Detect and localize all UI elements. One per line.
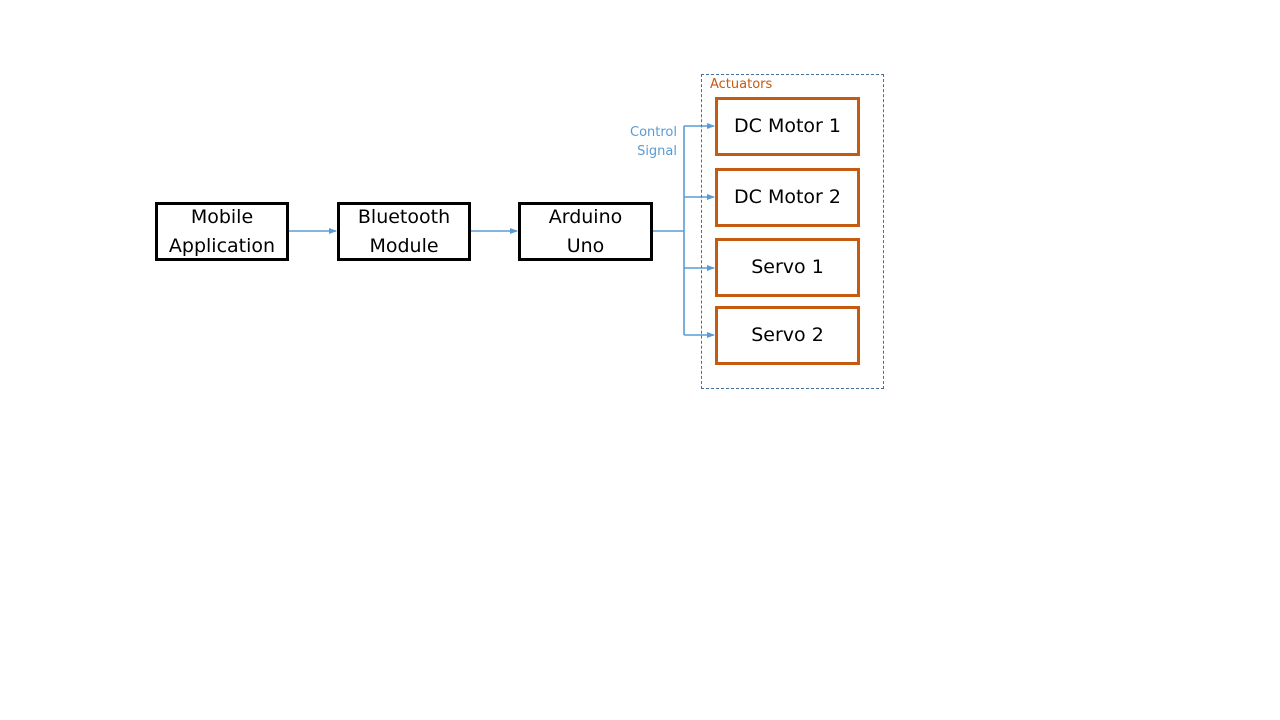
control-signal-label-line1: Control xyxy=(630,125,677,140)
bluetooth-module-label-line1: Bluetooth xyxy=(357,205,451,228)
arduino-uno-label-line2: Uno xyxy=(566,234,605,257)
mobile-application-label-line1: Mobile xyxy=(190,205,254,228)
arduino-uno-label-line1: Arduino xyxy=(548,205,623,228)
servo-2-box: Servo 2 xyxy=(715,306,860,365)
actuators-group xyxy=(701,74,884,389)
dc-motor-2-box: DC Motor 2 xyxy=(715,168,860,227)
mobile-application-box: Mobile Application xyxy=(155,202,289,261)
dc-motor-1-box: DC Motor 1 xyxy=(715,97,860,156)
bluetooth-module-box: Bluetooth Module xyxy=(337,202,471,261)
servo-1-box: Servo 1 xyxy=(715,238,860,297)
actuators-group-label: Actuators xyxy=(710,77,773,92)
arduino-uno-box: Arduino Uno xyxy=(518,202,653,261)
control-signal-label: Control Signal xyxy=(606,123,677,161)
control-signal-label-line2: Signal xyxy=(637,144,677,159)
bluetooth-module-label-line2: Module xyxy=(369,234,439,257)
mobile-application-label-line2: Application xyxy=(168,234,276,257)
